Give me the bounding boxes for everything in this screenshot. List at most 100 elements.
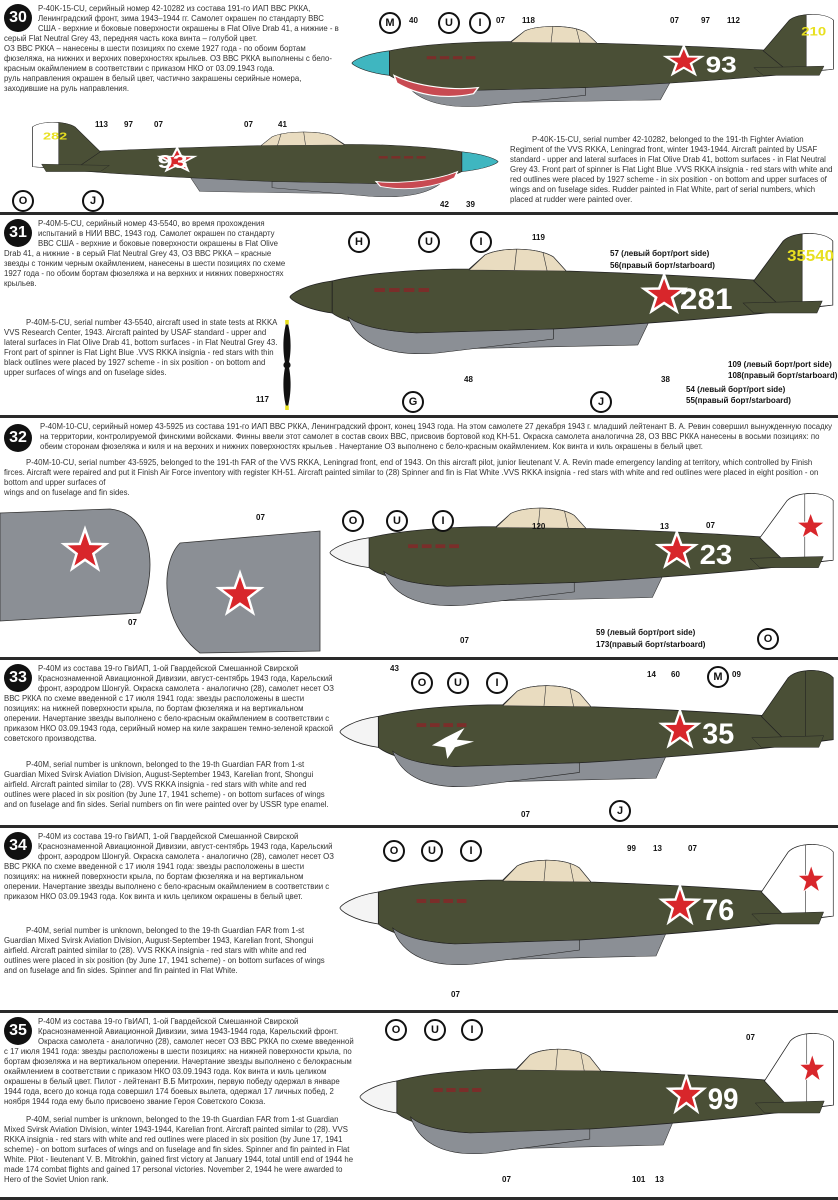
exhaust-stacks [374,288,430,292]
description-ru: P-40K-15-CU, серийный номер 42-10282 из … [4,4,339,93]
decal-number-callout: 113 [95,120,108,129]
decal-number-callout: 173(правый борт/starboard) [596,640,706,649]
description-ru-block: P-40M из состава 19-го ГвИАП, 1-ой Гвард… [4,832,334,902]
aircraft-profile: 35 [339,670,834,787]
decal-number-callout: 97 [701,16,710,25]
position-marker: O [757,628,779,650]
red-star-insignia [658,706,702,749]
aircraft-profile: 93 282 [32,122,499,198]
decal-number-callout: 101 [632,1175,646,1184]
rudder [805,14,834,72]
position-marker: M [379,12,401,34]
position-marker: I [469,12,491,34]
eagle-emblem [431,728,475,759]
fuselage-serial: 93 [158,151,188,172]
canopy [502,859,592,883]
decal-number-callout: 42 [440,200,449,209]
exhaust-stacks [416,899,467,903]
decal-number-callout: 07 [496,16,505,25]
scheme-number-badge: 32 [4,424,32,452]
description-ru-block: P-40K-15-CU, серийный номер 42-10282 из … [4,4,344,94]
tail-serial: 282 [43,131,67,142]
decal-number-callout: 09 [732,670,741,679]
wing-star-insignia [60,525,110,572]
fuselage-serial: 76 [702,893,734,927]
spinner [339,715,379,748]
decal-number-callout: 14 [647,670,656,679]
exhaust-stacks [378,156,426,159]
aircraft-profile: 281 35540 [289,233,834,354]
canopy [515,1048,602,1072]
rudder [806,1033,834,1109]
red-star-insignia [665,1071,708,1115]
description-ru: P-40M из состава 19-го ГвИАП, 1-ой Гвард… [4,1017,354,1106]
decal-number-callout: 120 [532,522,546,531]
decal-number-callout: 119 [532,233,545,242]
stabilizer [753,65,825,76]
description-en: P-40M, serial number is unknown, belonge… [4,1115,354,1184]
fuselage [72,131,463,185]
tail-serial: 35540 [787,247,834,265]
position-marker: J [590,391,612,413]
description-en: P-40K-15-CU, serial number 42-10282, bel… [510,135,833,204]
description-en: P-40M, serial number is unknown, belonge… [4,760,329,809]
decal-number-callout: 54 (левый борт/port side) [686,385,786,394]
stabilizer [751,735,824,748]
description-ru-block: P-40M из состава 19-го ГвИАП, 1-ой Гвард… [4,1017,354,1107]
decal-number-callout: 118 [522,16,535,25]
belly-radiator [392,750,580,787]
decal-number-callout: 13 [655,1175,664,1184]
belly-radiator [392,927,580,965]
decal-number-callout: 39 [466,200,475,209]
description-ru: P-40M-10-CU, серийный номер 43-5925 из с… [40,422,833,451]
shark-mouth [392,74,480,97]
canopy [495,507,587,529]
scheme-number-badge: 31 [4,219,32,247]
decal-number-callout: 48 [464,375,473,384]
decal-number-callout: 07 [670,16,679,25]
description-en: P-40M-5-CU, serial number 43-5540, aircr… [4,318,278,377]
spinner [461,151,499,172]
position-marker: U [424,1019,446,1041]
fuselage-serial: 281 [680,282,733,316]
stabilizer [749,556,824,568]
red-star-insignia [640,271,688,315]
wing-detail-views [0,508,321,654]
decal-number-callout: 60 [671,670,680,679]
fin-star-insignia [796,863,827,894]
shark-mouth [374,170,459,190]
position-marker: J [82,190,104,212]
decal-number-callout: 40 [409,16,418,25]
scheme-panel-32: 23 32 P-40M-10-CU, серийный номер 43-5925… [0,418,838,660]
red-star-insignia [658,882,702,926]
position-marker: U [447,672,469,694]
aircraft-profile: 99 [359,1033,834,1154]
description-ru-block: P-40M из состава 19-го ГвИАП, 1-ой Гвард… [4,664,334,744]
scheme-number-badge: 34 [4,832,32,860]
decal-number-callout: 07 [128,618,137,627]
exhaust-stacks [433,1088,482,1092]
position-marker: H [348,231,370,253]
aircraft-profile: 93 210 [351,14,834,107]
fuselage-serial: 23 [700,540,733,571]
position-marker: U [418,231,440,253]
tail-serial: 210 [801,25,826,38]
stabilizer [41,163,110,172]
rudder [805,844,834,920]
spinner [339,891,379,925]
decal-number-callout: 57 (левый борт/port side) [610,249,710,258]
stabilizer [754,1100,825,1114]
exhaust-stacks [408,544,459,549]
decal-number-callout: 07 [688,844,697,853]
red-star-insignia [662,43,705,77]
exhaust-stacks [426,56,476,60]
decal-number-callout: 07 [256,513,265,522]
spinner [359,1080,398,1114]
position-marker: O [342,510,364,532]
rudder [801,233,834,309]
position-marker: U [386,510,408,532]
position-marker: I [486,672,508,694]
red-star-insignia [156,145,198,173]
